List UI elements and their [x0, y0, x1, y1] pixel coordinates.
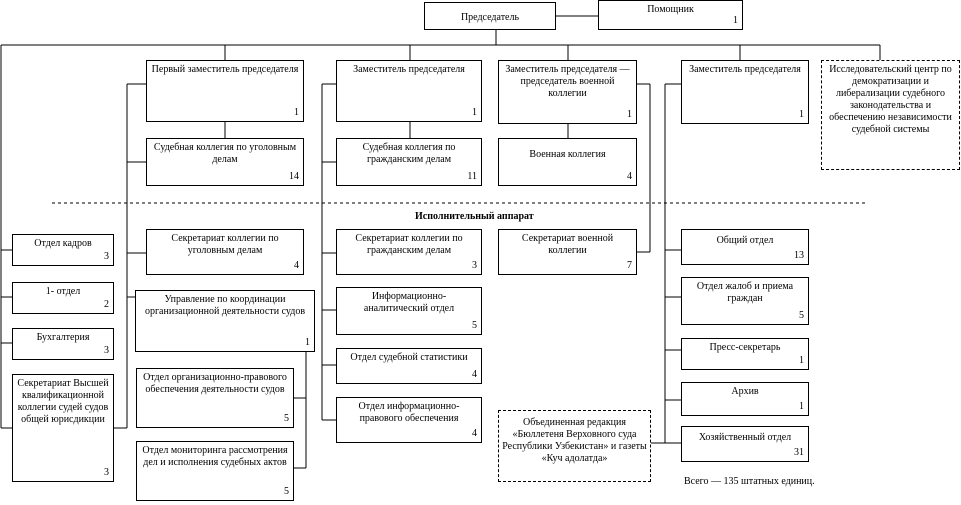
monitoring-count: 5 — [284, 486, 289, 497]
org-legal-box: Отдел организационно-правового обеспечен… — [136, 368, 294, 428]
general-count: 13 — [794, 250, 804, 261]
military-secretariat-box: Секретариат военной коллегии 7 — [498, 229, 637, 275]
household-count: 31 — [794, 447, 804, 458]
editorial-label: Объединенная редакция «Бюллетеня Верховн… — [502, 417, 647, 464]
monitoring-label: Отдел мониторинга рассмотрения дел и исп… — [142, 445, 288, 468]
first-deputy-count: 1 — [294, 107, 299, 118]
first-deputy-label: Первый заместитель председателя — [151, 64, 299, 75]
military-secretariat-label: Секретариат военной коллегии — [521, 233, 614, 256]
civil-secretariat-label: Секретариат коллегии по гражданским дела… — [355, 233, 463, 256]
hqc-secretariat-label: Секретариат Высшей квалификационной колл… — [17, 378, 109, 425]
first-dept-label: 1- отдел — [45, 286, 81, 297]
coordination-label: Управление по координации организационно… — [144, 294, 306, 317]
criminal-board-count: 14 — [289, 171, 299, 182]
coordination-count: 1 — [305, 337, 310, 348]
info-analytic-count: 5 — [472, 320, 477, 331]
household-box: Хозяйственный отдел 31 — [681, 426, 809, 462]
hqc-secretariat-box: Секретариат Высшей квалификационной колл… — [12, 374, 114, 482]
deputy-4-label: Заместитель председателя — [689, 64, 801, 75]
military-board-box: Военная коллегия 4 — [498, 138, 637, 186]
complaints-count: 5 — [799, 310, 804, 321]
archive-count: 1 — [799, 401, 804, 412]
complaints-label: Отдел жалоб и приема граждан — [696, 281, 794, 304]
statistics-label: Отдел судебной статистики — [350, 352, 468, 363]
hqc-secretariat-count: 3 — [104, 467, 109, 478]
hr-box: Отдел кадров 3 — [12, 234, 114, 266]
org-legal-count: 5 — [284, 413, 289, 424]
military-secretariat-count: 7 — [627, 260, 632, 271]
editorial-box: Объединенная редакция «Бюллетеня Верховн… — [498, 410, 651, 482]
coordination-box: Управление по координации организационно… — [135, 290, 315, 352]
household-label: Хозяйственный отдел — [698, 432, 792, 443]
accounting-label: Бухгалтерия — [36, 332, 90, 343]
general-label: Общий отдел — [716, 235, 774, 246]
civil-board-box: Судебная коллегия по гражданским делам 1… — [336, 138, 482, 186]
general-box: Общий отдел 13 — [681, 229, 809, 265]
deputy-civil-label: Заместитель председателя — [353, 64, 465, 75]
deputy-civil-box: Заместитель председателя 1 — [336, 60, 482, 122]
civil-board-count: 11 — [467, 171, 477, 182]
apparatus-title: Исполнительный аппарат — [415, 211, 534, 222]
statistics-box: Отдел судебной статистики 4 — [336, 348, 482, 384]
research-center-label: Исследовательский центр по демократизаци… — [829, 64, 952, 135]
info-analytic-label: Информационно-аналитический отдел — [363, 291, 455, 314]
chairman-box: Председатель — [424, 2, 556, 30]
press-count: 1 — [799, 355, 804, 366]
archive-label: Архив — [731, 386, 759, 397]
press-box: Пресс-секретарь 1 — [681, 338, 809, 370]
deputy-4-box: Заместитель председателя 1 — [681, 60, 809, 124]
criminal-board-box: Судебная коллегия по уголовным делам 14 — [146, 138, 304, 186]
archive-box: Архив 1 — [681, 382, 809, 416]
first-dept-box: 1- отдел 2 — [12, 282, 114, 314]
hr-count: 3 — [104, 251, 109, 262]
press-label: Пресс-секретарь — [709, 342, 781, 353]
first-deputy-box: Первый заместитель председателя 1 — [146, 60, 304, 122]
civil-secretariat-count: 3 — [472, 260, 477, 271]
info-analytic-box: Информационно-аналитический отдел 5 — [336, 287, 482, 335]
assistant-box: Помощник 1 — [598, 0, 743, 30]
civil-board-label: Судебная коллегия по гражданским делам — [362, 142, 456, 165]
civil-secretariat-box: Секретариат коллегии по гражданским дела… — [336, 229, 482, 275]
criminal-secretariat-label: Секретариат коллегии по уголовным делам — [171, 233, 279, 256]
info-legal-label: Отдел информационно-правового обеспечени… — [358, 401, 460, 424]
monitoring-box: Отдел мониторинга рассмотрения дел и исп… — [136, 441, 294, 501]
military-board-label: Военная коллегия — [529, 149, 606, 160]
deputy-civil-count: 1 — [472, 107, 477, 118]
accounting-count: 3 — [104, 345, 109, 356]
total-staff-note: Всего — 135 штатных единиц. — [684, 476, 815, 487]
complaints-box: Отдел жалоб и приема граждан 5 — [681, 277, 809, 325]
first-dept-count: 2 — [104, 299, 109, 310]
deputy-4-count: 1 — [799, 109, 804, 120]
org-legal-label: Отдел организационно-правового обеспечен… — [143, 372, 287, 395]
assistant-count: 1 — [733, 15, 738, 26]
deputy-military-box: Заместитель председателя — председатель … — [498, 60, 637, 124]
info-legal-box: Отдел информационно-правового обеспечени… — [336, 397, 482, 443]
hr-label: Отдел кадров — [34, 238, 92, 249]
military-board-count: 4 — [627, 171, 632, 182]
statistics-count: 4 — [472, 369, 477, 380]
chairman-label: Председатель — [460, 12, 520, 23]
info-legal-count: 4 — [472, 428, 477, 439]
criminal-board-label: Судебная коллегия по уголовным делам — [153, 142, 297, 165]
accounting-box: Бухгалтерия 3 — [12, 328, 114, 360]
deputy-military-count: 1 — [627, 109, 632, 120]
criminal-secretariat-box: Секретариат коллегии по уголовным делам … — [146, 229, 304, 275]
deputy-military-label: Заместитель председателя — председатель … — [505, 64, 630, 99]
assistant-label: Помощник — [647, 4, 694, 15]
research-center-box: Исследовательский центр по демократизаци… — [821, 60, 960, 170]
criminal-secretariat-count: 4 — [294, 260, 299, 271]
